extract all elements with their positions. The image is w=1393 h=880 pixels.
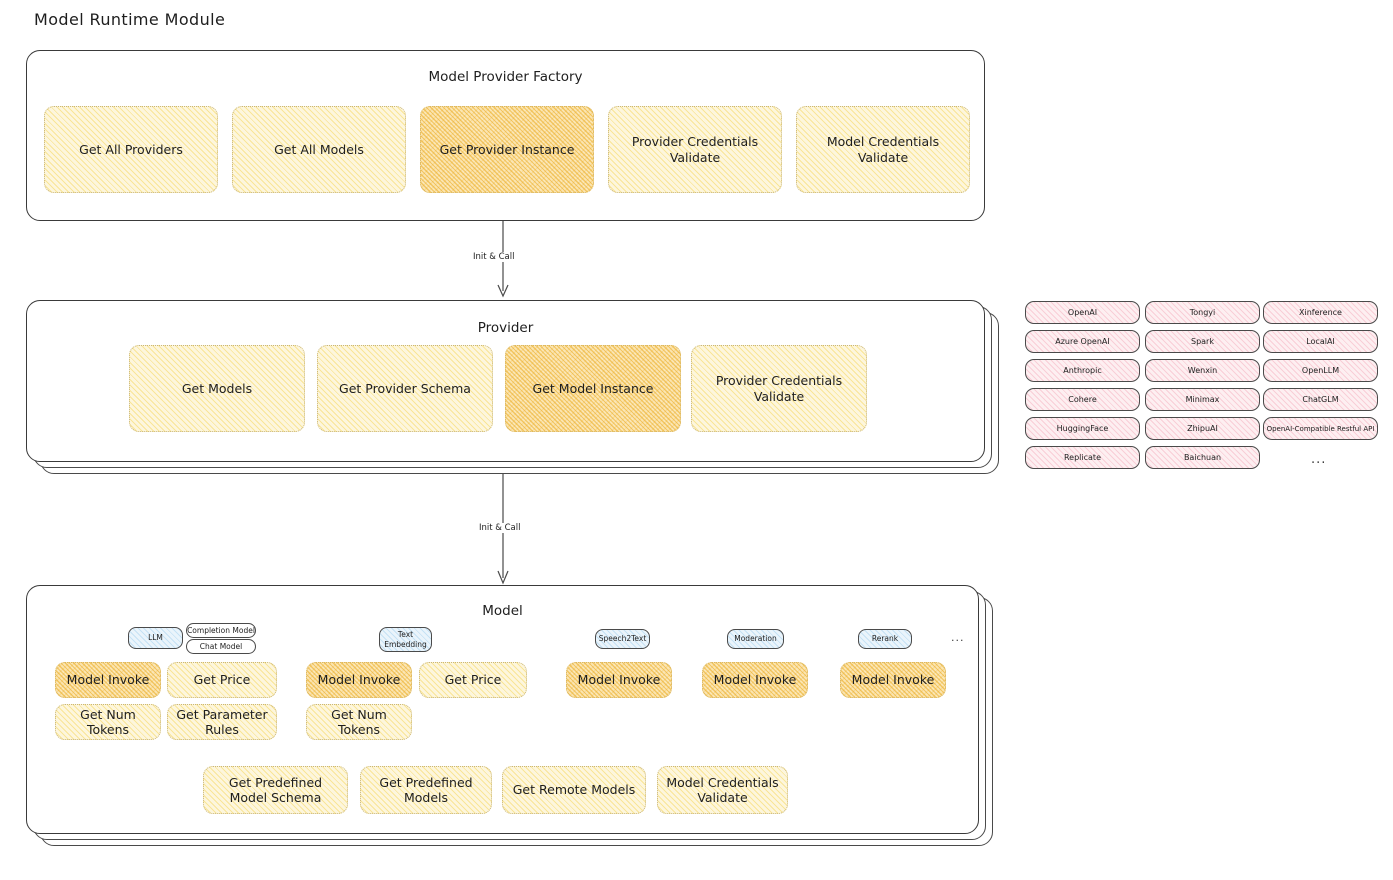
model-type-text-embedding[interactable]: Text Embedding	[379, 627, 432, 652]
provider-chip-localai[interactable]: LocalAI	[1263, 330, 1378, 353]
provider-chip-tongyi[interactable]: Tongyi	[1145, 301, 1260, 324]
provider-chip-wenxin[interactable]: Wenxin	[1145, 359, 1260, 382]
factory-node-get-all-providers[interactable]: Get All Providers	[44, 106, 218, 193]
provider-chip-zhipuai[interactable]: ZhipuAI	[1145, 417, 1260, 440]
provider-title: Provider	[477, 320, 534, 336]
arrow-factory-to-provider-label: Init & Call	[470, 252, 518, 262]
rerank-node-model-invoke[interactable]: Model Invoke	[840, 662, 946, 698]
provider-chip-openai[interactable]: OpenAI	[1025, 301, 1140, 324]
factory-node-provider-credentials-validate[interactable]: Provider Credentials Validate	[608, 106, 782, 193]
provider-chip-huggingface[interactable]: HuggingFace	[1025, 417, 1140, 440]
moderation-node-model-invoke[interactable]: Model Invoke	[702, 662, 808, 698]
speech2text-node-model-invoke[interactable]: Model Invoke	[566, 662, 672, 698]
model-common-node-get-predefined-model-schema[interactable]: Get Predefined Model Schema	[203, 766, 348, 814]
provider-chip-openai-compatible-restful-api[interactable]: OpenAI-Compatible Restful API	[1263, 417, 1378, 440]
provider-chip-openllm[interactable]: OpenLLM	[1263, 359, 1378, 382]
provider-node-get-provider-schema[interactable]: Get Provider Schema	[317, 345, 493, 432]
provider-list-ellipsis: ...	[1311, 452, 1327, 467]
model-common-node-get-remote-models[interactable]: Get Remote Models	[502, 766, 646, 814]
model-type-llm[interactable]: LLM	[128, 627, 183, 649]
provider-chip-anthropic[interactable]: Anthropic	[1025, 359, 1140, 382]
model-types-ellipsis: ...	[951, 631, 965, 644]
factory-node-model-credentials-validate[interactable]: Model Credentials Validate	[796, 106, 970, 193]
factory-node-get-all-models[interactable]: Get All Models	[232, 106, 406, 193]
embedding-node-model-invoke[interactable]: Model Invoke	[306, 662, 412, 698]
provider-chip-minimax[interactable]: Minimax	[1145, 388, 1260, 411]
provider-chip-baichuan[interactable]: Baichuan	[1145, 446, 1260, 469]
embedding-node-get-num-tokens[interactable]: Get Num Tokens	[306, 704, 412, 740]
arrow-provider-to-model-label: Init & Call	[476, 523, 524, 533]
model-subtype-completion-model[interactable]: Completion Model	[186, 623, 256, 638]
model-type-speech2text[interactable]: Speech2Text	[595, 629, 650, 649]
embedding-node-get-price[interactable]: Get Price	[419, 662, 527, 698]
provider-node-provider-credentials-validate[interactable]: Provider Credentials Validate	[691, 345, 867, 432]
model-type-moderation[interactable]: Moderation	[727, 629, 784, 649]
model-title: Model	[482, 603, 523, 619]
model-common-node-model-credentials-validate[interactable]: Model Credentials Validate	[657, 766, 788, 814]
model-subtype-chat-model[interactable]: Chat Model	[186, 639, 256, 654]
provider-chip-cohere[interactable]: Cohere	[1025, 388, 1140, 411]
factory-node-get-provider-instance[interactable]: Get Provider Instance	[420, 106, 594, 193]
llm-node-model-invoke[interactable]: Model Invoke	[55, 662, 161, 698]
provider-chip-chatglm[interactable]: ChatGLM	[1263, 388, 1378, 411]
provider-chip-xinference[interactable]: Xinference	[1263, 301, 1378, 324]
provider-node-get-model-instance[interactable]: Get Model Instance	[505, 345, 681, 432]
provider-chip-spark[interactable]: Spark	[1145, 330, 1260, 353]
llm-node-get-parameter-rules[interactable]: Get Parameter Rules	[167, 704, 277, 740]
model-provider-factory-title: Model Provider Factory	[428, 69, 583, 85]
page-title: Model Runtime Module	[34, 10, 226, 29]
llm-node-get-price[interactable]: Get Price	[167, 662, 277, 698]
model-type-rerank[interactable]: Rerank	[858, 629, 912, 649]
provider-chip-replicate[interactable]: Replicate	[1025, 446, 1140, 469]
llm-node-get-num-tokens[interactable]: Get Num Tokens	[55, 704, 161, 740]
provider-node-get-models[interactable]: Get Models	[129, 345, 305, 432]
provider-chip-azure-openai[interactable]: Azure OpenAI	[1025, 330, 1140, 353]
model-common-node-get-predefined-models[interactable]: Get Predefined Models	[360, 766, 492, 814]
